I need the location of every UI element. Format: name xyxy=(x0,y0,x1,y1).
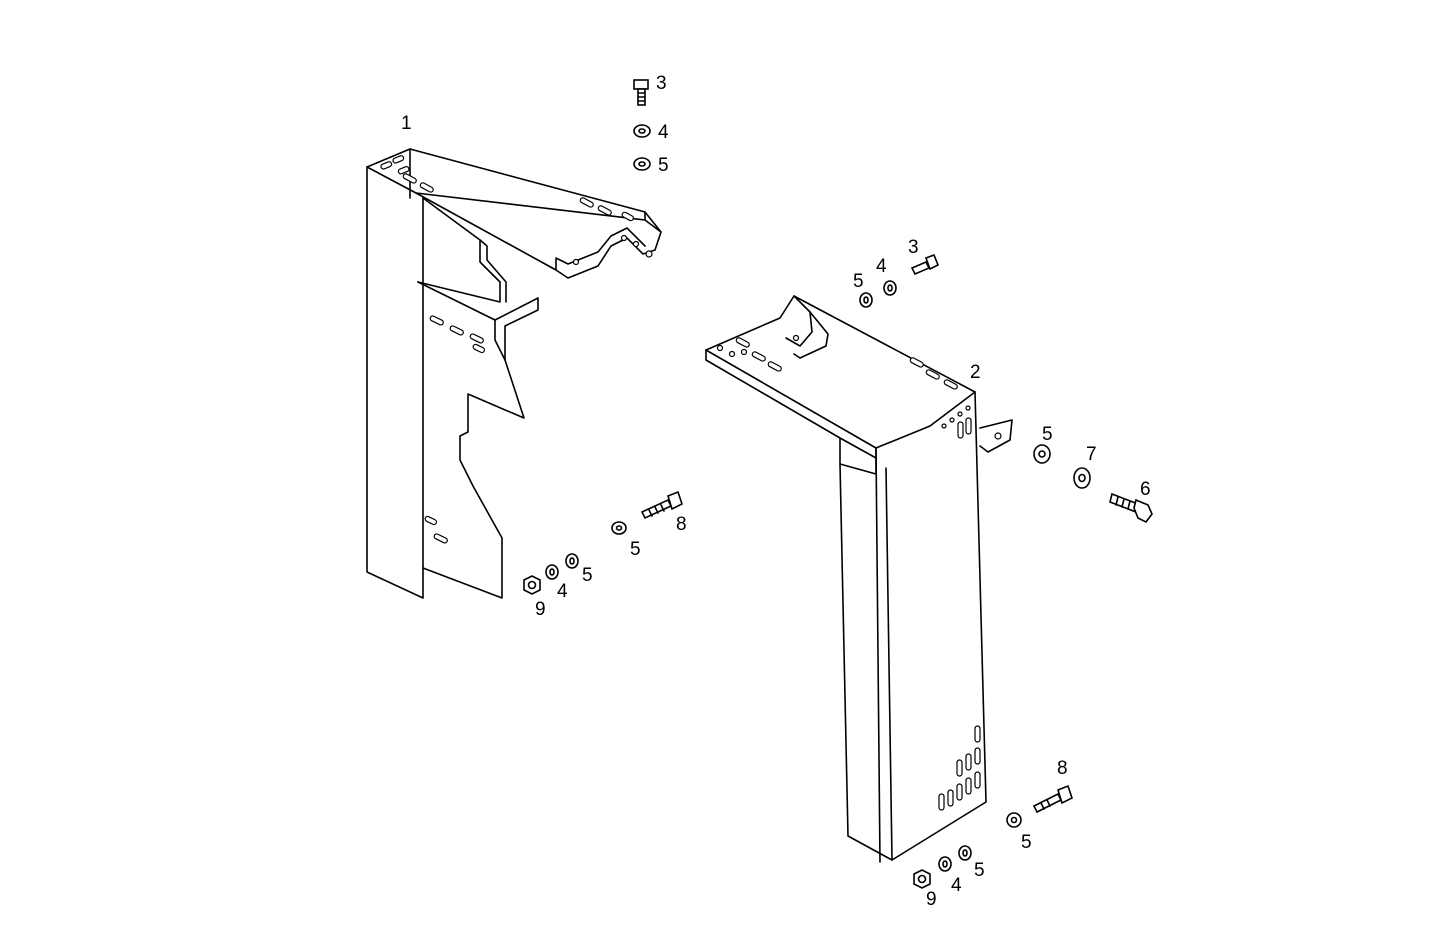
callout-top-right-washer: 4 xyxy=(876,256,887,277)
callout-top-right-washer2: 5 xyxy=(853,271,864,292)
nut-bottom-right-9-hole xyxy=(917,874,927,884)
bolt-side-right-6 xyxy=(1109,492,1153,524)
callout-part-1: 1 xyxy=(401,113,412,134)
callout-side-right-washer2: 5 xyxy=(1042,424,1053,445)
callout-top-left-washer2: 5 xyxy=(658,155,669,176)
bolt-top-right-3 xyxy=(910,253,940,276)
bolt-mid-left-8 xyxy=(640,490,683,520)
bolt-bottom-right-8 xyxy=(1032,784,1073,814)
washer-top-right-5-hole xyxy=(863,296,869,304)
washer-top-right-4-hole xyxy=(887,284,893,292)
callout-side-right-bolt: 6 xyxy=(1140,479,1151,500)
callout-mid-left-bolt: 8 xyxy=(676,514,687,535)
callout-bottom-right-nut: 9 xyxy=(926,889,937,910)
washer-top-left-4-hole xyxy=(638,128,646,134)
washer-side-right-7-hole xyxy=(1078,473,1086,483)
washer-side-right-5-hole xyxy=(1038,450,1046,458)
washer-bottom-right-5-hole xyxy=(1010,816,1018,824)
callout-bottom-left-washer: 4 xyxy=(557,581,568,602)
callout-labels: 1 2 3 4 5 5 8 9 4 5 5 4 3 5 7 6 8 5 9 4 … xyxy=(401,73,1151,910)
washer-bottom-left-5-hole xyxy=(569,557,575,565)
left-bracket xyxy=(366,148,662,599)
callout-mid-left-washer: 5 xyxy=(630,539,641,560)
bolt-top-left xyxy=(633,79,649,106)
callout-part-2: 2 xyxy=(970,362,981,383)
callout-top-left-washer: 4 xyxy=(658,122,669,143)
callout-top-left-bolt: 3 xyxy=(656,73,667,94)
callout-side-right-washer: 7 xyxy=(1086,444,1097,465)
washer-top-left-5-hole xyxy=(638,161,646,167)
callout-bottom-right-washer: 5 xyxy=(1021,832,1032,853)
callout-bottom-right-bolt: 8 xyxy=(1057,758,1068,779)
washer-mid-left-5-hole xyxy=(615,525,623,531)
washer-bottom-right-5b-hole xyxy=(962,849,968,857)
nut-bottom-left-9-hole xyxy=(527,580,537,590)
fasteners xyxy=(523,79,1153,889)
callout-bottom-left-washer2: 5 xyxy=(582,565,593,586)
callout-bottom-right-washer2: 5 xyxy=(974,860,985,881)
callout-bottom-left-nut: 9 xyxy=(535,599,546,620)
callout-bottom-right-washer1: 4 xyxy=(951,875,962,896)
washer-bottom-left-4-hole xyxy=(549,568,555,576)
washer-bottom-right-4-hole xyxy=(942,860,948,868)
callout-top-right-bolt: 3 xyxy=(908,237,919,258)
right-cover xyxy=(705,295,1013,863)
